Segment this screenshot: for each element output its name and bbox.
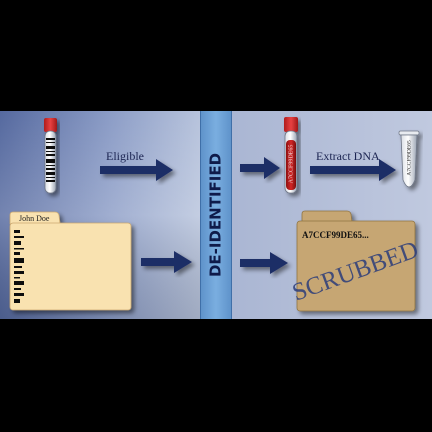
coded-blood-tube-icon — [284, 117, 298, 194]
blood-tube-icon — [44, 118, 57, 194]
scrubbed-arrow-icon — [240, 252, 288, 274]
folder-code-label: A7CCF99DE65... — [302, 230, 369, 240]
folder-arrow-icon — [141, 251, 192, 273]
eligible-arrow-icon — [100, 159, 173, 181]
dna-vial-icon — [398, 130, 420, 188]
eligible-label: Eligible — [106, 149, 144, 163]
extract-dna-label: Extract DNA — [316, 149, 380, 163]
john-doe-folder-icon — [9, 211, 132, 311]
tube-code-label: A7CCF99DE65 — [288, 145, 294, 184]
tube-arrow-icon — [240, 157, 280, 179]
extract-dna-arrow-icon — [310, 159, 396, 181]
divider-label: DE-IDENTIFIED — [207, 153, 225, 277]
vial-code-label: A7CCF99DE65 — [406, 140, 412, 176]
scrubbed-folder-icon — [296, 210, 416, 312]
deidentified-divider: DE-IDENTIFIED — [200, 111, 232, 319]
folder-tab-label: John Doe — [19, 214, 50, 223]
folder-barcode — [14, 230, 24, 303]
tube-barcode — [46, 138, 55, 182]
